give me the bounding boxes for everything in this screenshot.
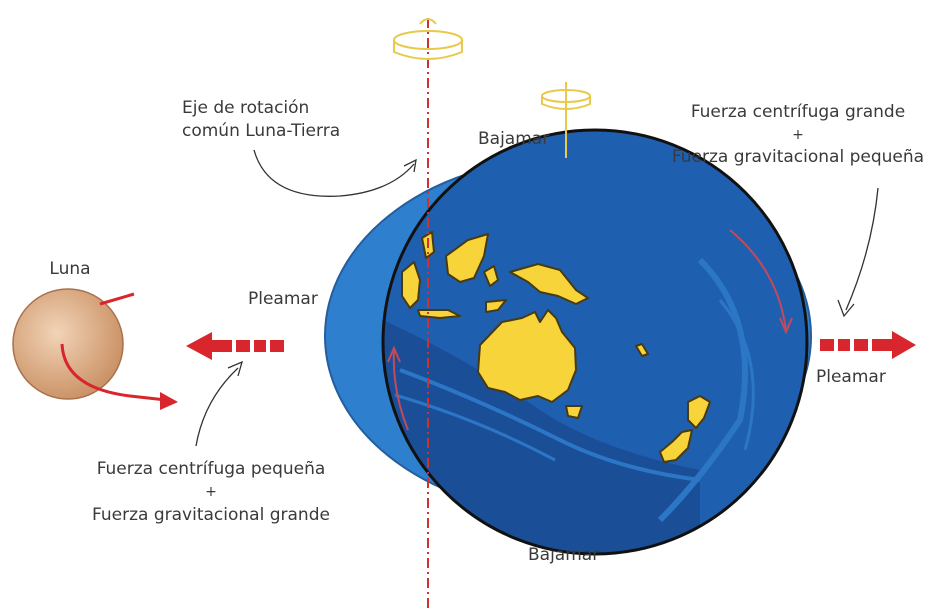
right-tide-arrow xyxy=(820,331,916,359)
right-note-plus: + xyxy=(792,127,804,143)
left-tide-arrow xyxy=(186,332,284,360)
new-caledonia xyxy=(635,343,649,357)
left-note-line2: Fuerza gravitacional grande xyxy=(92,505,330,525)
axis-gyro-icon xyxy=(393,18,463,60)
left-note-pointer xyxy=(195,367,239,447)
moon-orbit-arrowhead xyxy=(160,392,178,410)
tasmania xyxy=(565,405,583,419)
right-note-line1: Fuerza centrífuga grande xyxy=(690,102,906,122)
new-zealand-south xyxy=(659,429,693,463)
left-note-plus: + xyxy=(205,484,217,500)
left-note-line1: Fuerza centrífuga pequeña xyxy=(96,459,326,479)
earth-gyro-icon xyxy=(541,89,591,110)
continents xyxy=(401,231,711,463)
new-zealand-north xyxy=(687,395,711,429)
new-guinea xyxy=(509,263,589,305)
low-tide-bottom-label: Bajamar xyxy=(528,545,600,565)
low-tide-top-label: Bajamar xyxy=(478,129,550,149)
australia xyxy=(477,309,577,403)
moon xyxy=(12,288,124,400)
axis-label-line2: común Luna-Tierra xyxy=(182,121,341,141)
annotation-arrows xyxy=(195,149,879,447)
axis-label-line1: Eje de rotación xyxy=(182,98,310,118)
high-tide-left-label: Pleamar xyxy=(248,289,318,309)
borneo xyxy=(445,233,489,283)
earth xyxy=(381,128,809,556)
sumatra xyxy=(401,261,421,309)
axis-pointer xyxy=(253,149,415,197)
islands xyxy=(485,299,507,313)
sulawesi xyxy=(483,265,499,287)
moon-label: Luna xyxy=(49,259,91,279)
moon-orbit-arrow xyxy=(60,292,167,402)
right-note-pointer xyxy=(845,187,879,311)
right-note-line2: Fuerza gravitacional pequeña xyxy=(671,147,925,167)
ocean-waves xyxy=(383,257,755,554)
high-tide-right-label: Pleamar xyxy=(816,367,886,387)
rotation-arrows xyxy=(387,229,793,431)
